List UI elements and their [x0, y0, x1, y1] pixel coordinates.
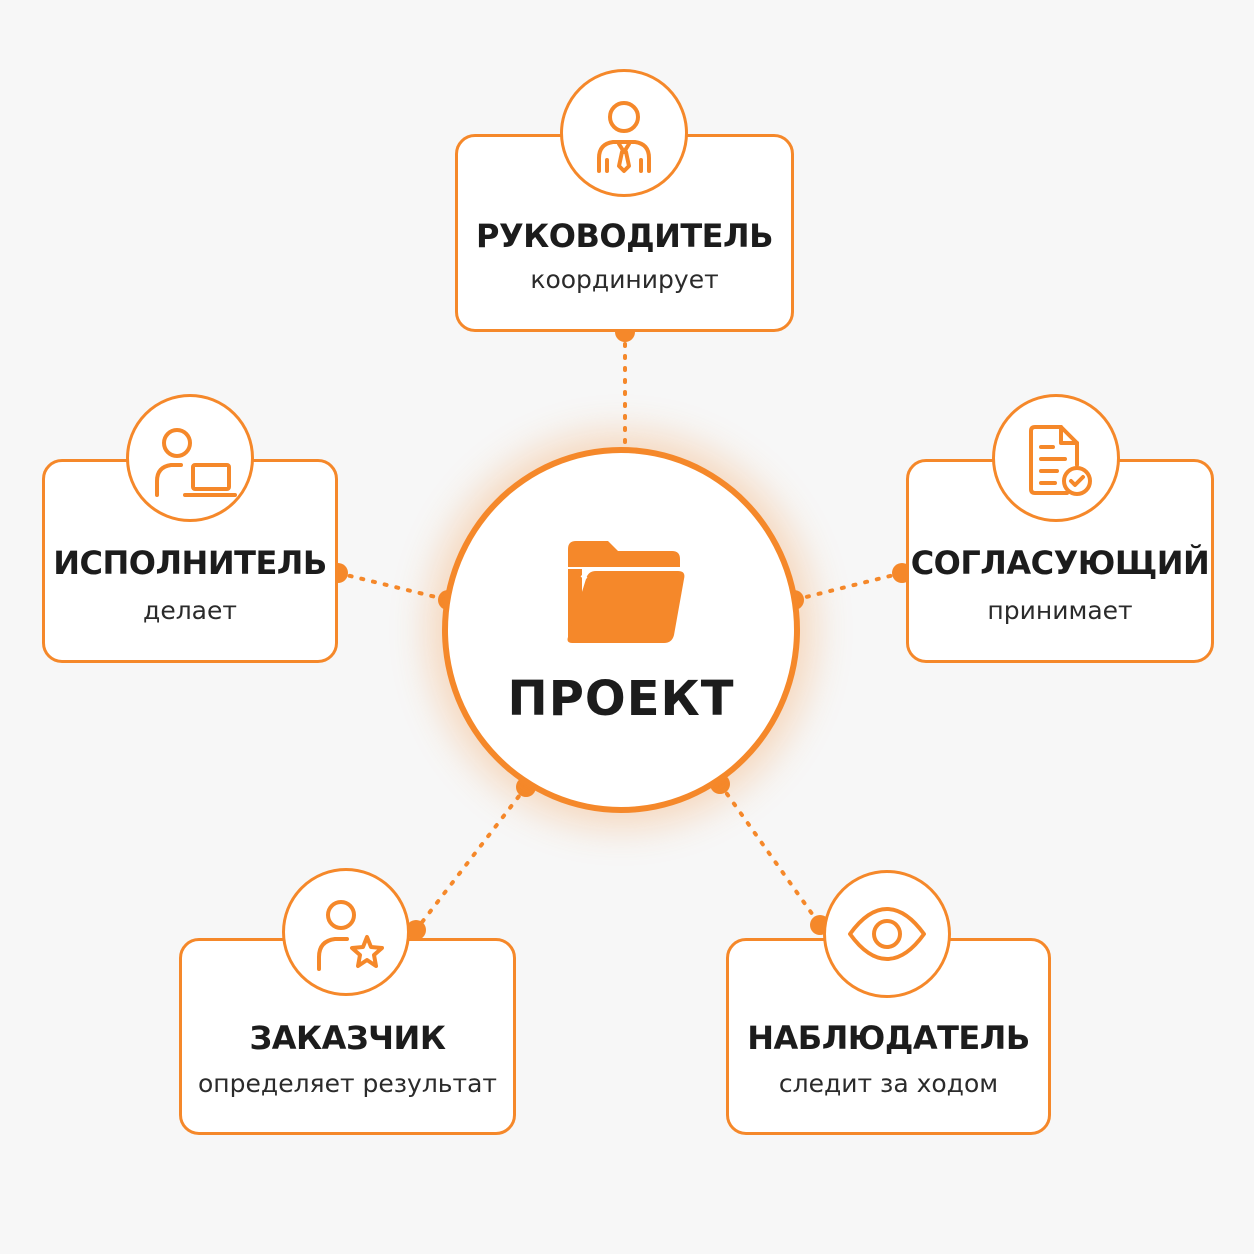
person-laptop-icon: [155, 428, 237, 497]
connector-dot: [406, 920, 426, 940]
role-title: РУКОВОДИТЕЛЬ: [475, 217, 774, 255]
role-icon-circle: [823, 870, 951, 998]
center-project-node: ПРОЕКТ: [442, 447, 800, 813]
role-title: ЗАКАЗЧИК: [249, 1019, 446, 1057]
connector-observer: [718, 782, 822, 927]
connector-approver: [792, 571, 904, 602]
connector-customer: [414, 785, 528, 932]
document-check-icon: [1029, 425, 1092, 496]
role-subtitle: координирует: [530, 265, 719, 294]
center-title: ПРОЕКТ: [507, 671, 735, 727]
role-icon-circle: [560, 69, 688, 197]
role-icon-circle: [126, 394, 254, 522]
role-icon-circle: [282, 868, 410, 996]
role-subtitle: определяет результат: [198, 1069, 497, 1098]
role-subtitle: делает: [143, 596, 237, 625]
role-icon-circle: [992, 394, 1120, 522]
role-subtitle: принимает: [987, 596, 1133, 625]
role-title: СОГЛАСУЮЩИЙ: [910, 544, 1210, 582]
eye-icon: [848, 907, 926, 961]
connector-executor: [336, 571, 450, 602]
role-card-approver: СОГЛАСУЮЩИЙ принимает: [906, 459, 1214, 663]
folder-icon: [567, 541, 685, 643]
person-star-icon: [317, 900, 384, 971]
role-card-executor: ИСПОЛНИТЕЛЬ делает: [42, 459, 338, 663]
role-subtitle: следит за ходом: [778, 1069, 999, 1098]
role-title: ИСПОЛНИТЕЛЬ: [53, 544, 327, 582]
role-title: НАБЛЮДАТЕЛЬ: [747, 1019, 1030, 1057]
manager-tie-icon: [597, 101, 651, 173]
